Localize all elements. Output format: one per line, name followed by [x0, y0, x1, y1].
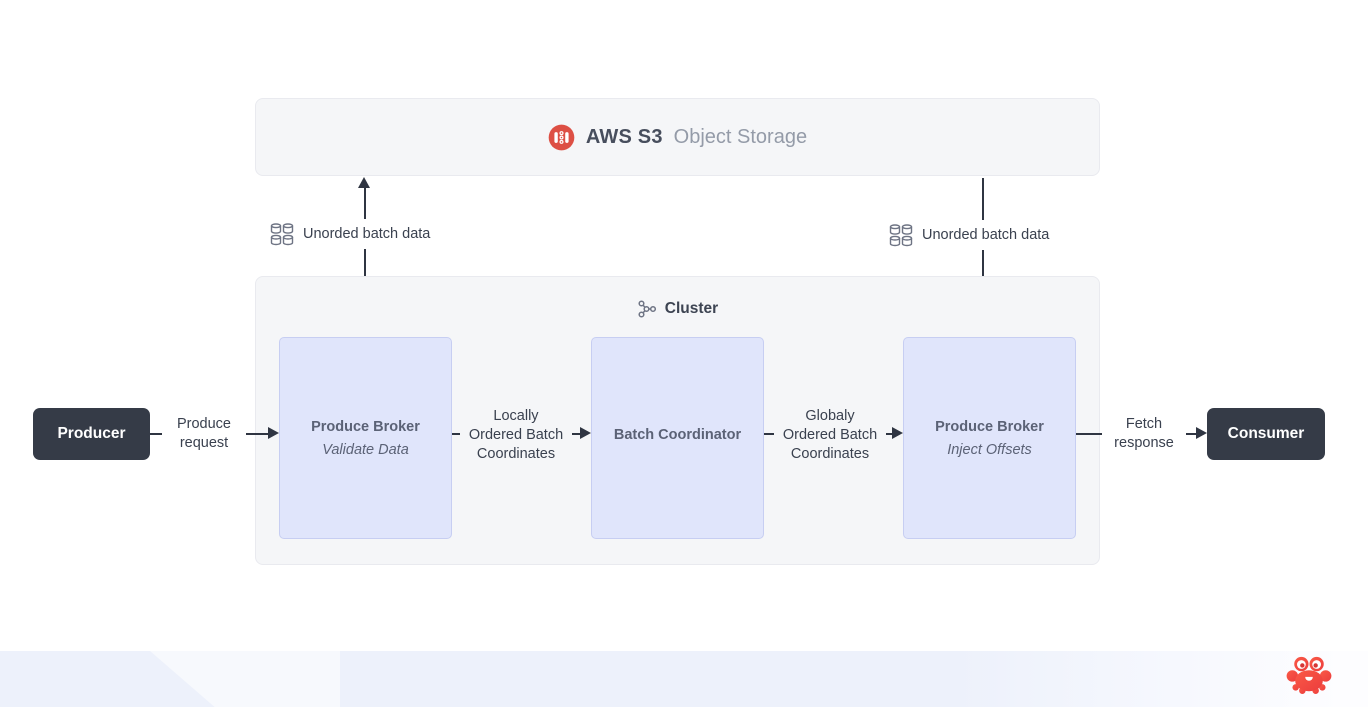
s3-subtitle: Object Storage [673, 125, 808, 148]
s3-storage-panel: AWS S3 Object Storage [255, 98, 1100, 176]
edge-label-line: Fetch [1125, 416, 1163, 432]
s3-bucket-icon [548, 124, 575, 150]
node-subtitle: Inject Offsets [947, 441, 1032, 458]
database-grid-icon [889, 224, 913, 247]
edge-label-globally-ordered: Globaly Ordered Batch Coordinates [774, 406, 886, 465]
producer-box: Producer [33, 408, 150, 460]
node-title: Produce Broker [935, 418, 1044, 435]
node-title: Produce Broker [311, 418, 420, 435]
node-subtitle: Validate Data [322, 441, 409, 458]
edge-label-line: Globaly [805, 408, 855, 424]
footer-decorative-shape [150, 651, 340, 707]
unordered-batch-text: Unorded batch data [303, 226, 431, 242]
edge-label-line: Locally [493, 408, 539, 424]
consumer-label: Consumer [1227, 425, 1305, 442]
arrowhead-up-icon [358, 177, 370, 188]
node-title: Batch Coordinator [613, 426, 742, 443]
database-grid-icon [270, 223, 294, 246]
footer-band [0, 651, 1368, 707]
edge-label-locally-ordered: Locally Ordered Batch Coordinates [460, 406, 572, 465]
arrow-line-broker1-to-s3 [364, 187, 366, 337]
arrowhead-right-icon [892, 427, 903, 439]
network-nodes-icon [638, 300, 656, 318]
edge-label-produce-request: Produce request [162, 414, 246, 454]
arrowhead-right-icon [580, 427, 591, 439]
arrowhead-right-icon [268, 427, 279, 439]
crab-logo-icon [1286, 656, 1332, 694]
cluster-title: Cluster [664, 300, 719, 317]
arrow-line-s3-to-broker3 [982, 178, 984, 327]
node-batch-coordinator: Batch Coordinator [591, 337, 764, 539]
unordered-batch-text: Unorded batch data [922, 227, 1050, 243]
edge-label-line: request [179, 434, 229, 451]
edge-label-line: Coordinates [790, 445, 870, 462]
cluster-header: Cluster [255, 299, 1100, 319]
edge-label-line: Produce [176, 416, 231, 432]
edge-label-fetch-response: Fetch response [1102, 414, 1186, 454]
consumer-box: Consumer [1207, 408, 1325, 460]
node-produce-broker-inject: Produce Broker Inject Offsets [903, 337, 1076, 539]
unordered-batch-label-right: Unorded batch data [889, 220, 1060, 250]
edge-label-line: Ordered Batch [782, 426, 878, 443]
node-produce-broker-validate: Produce Broker Validate Data [279, 337, 452, 539]
edge-label-line: response [1114, 434, 1174, 451]
arrowhead-right-icon [1196, 427, 1207, 439]
edge-label-line: Ordered Batch [468, 426, 564, 443]
unordered-batch-label-left: Unorded batch data [270, 219, 441, 249]
s3-title: AWS S3 [585, 125, 663, 148]
producer-label: Producer [57, 425, 126, 442]
edge-label-line: Coordinates [476, 445, 556, 462]
